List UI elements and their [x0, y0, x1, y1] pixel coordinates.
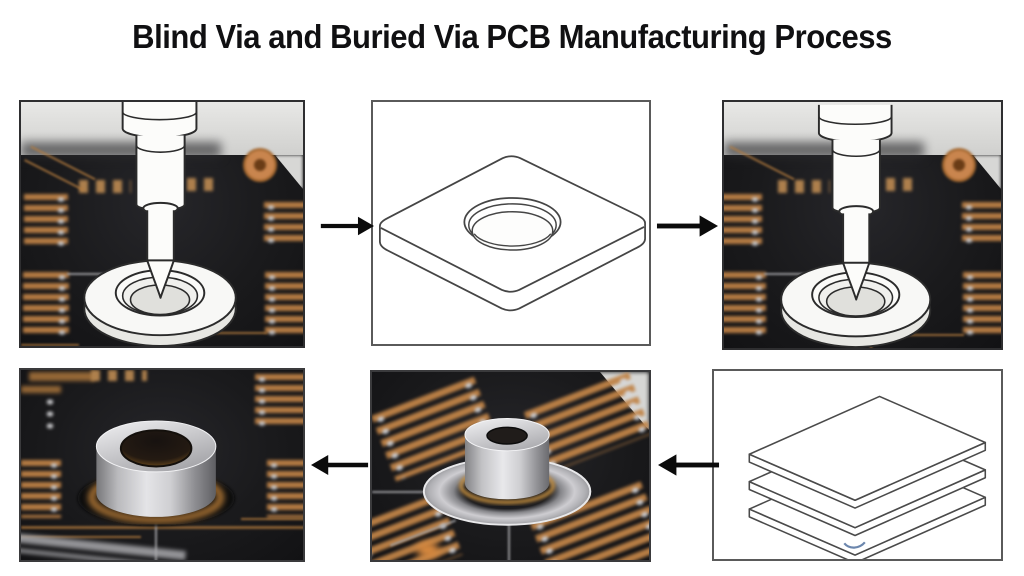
pad-column — [43, 396, 57, 432]
watermark-mark — [843, 541, 866, 549]
drill-and-ring-illustration — [83, 102, 237, 346]
copper-trace — [189, 332, 267, 334]
pad-row-group — [724, 194, 762, 249]
pad-cluster — [79, 180, 131, 193]
via-barrel-illustration — [422, 418, 592, 526]
pad-row-group — [21, 460, 61, 518]
copper-glow — [416, 542, 440, 558]
silver-trace — [372, 491, 424, 493]
copper-trace — [241, 518, 303, 520]
copper-trace — [21, 536, 141, 538]
silver-trace — [764, 273, 810, 275]
copper-trace — [21, 344, 79, 346]
panel-step1-drilling — [19, 100, 305, 348]
panel-step6-layer-stackup — [712, 369, 1003, 561]
copper-trace — [886, 334, 964, 336]
pad-row-group — [24, 194, 68, 249]
pad-cluster — [778, 180, 830, 193]
mounting-hole-pad-icon — [942, 148, 976, 182]
pad-row-group — [255, 374, 303, 429]
copper-trace — [21, 526, 303, 529]
layer-stack-illustration — [748, 395, 987, 559]
pad-row-group — [267, 460, 303, 518]
drilled-layer-illustration — [378, 155, 646, 312]
drill-and-ring-illustration — [780, 104, 932, 348]
silver-trace — [67, 273, 113, 275]
silver-trace — [508, 524, 510, 560]
pad-cluster — [91, 370, 147, 381]
pad-row-group — [265, 272, 303, 338]
mounting-hole-pad-icon — [243, 148, 277, 182]
arrow-right-icon — [656, 214, 718, 238]
panel-step3-drilling — [722, 100, 1003, 350]
arrow-left-icon — [311, 453, 369, 477]
panel-step4-plated-via-closeup — [19, 368, 305, 562]
panel-step2-drilled-layer — [371, 100, 651, 346]
copper-trace — [21, 386, 61, 393]
pad-row-group — [264, 202, 303, 246]
via-barrel-illustration — [77, 420, 235, 526]
panel-step5-plated-via — [370, 370, 651, 562]
pad-row-group — [23, 272, 69, 338]
arrow-right-icon — [320, 214, 374, 238]
pad-row-group — [963, 272, 1001, 338]
pad-row-group — [962, 202, 1001, 246]
arrow-left-icon — [658, 453, 720, 477]
page-title: Blind Via and Buried Via PCB Manufacturi… — [132, 18, 892, 55]
pad-row-group — [724, 272, 766, 338]
copper-trace — [29, 372, 95, 381]
silver-trace — [155, 518, 157, 560]
